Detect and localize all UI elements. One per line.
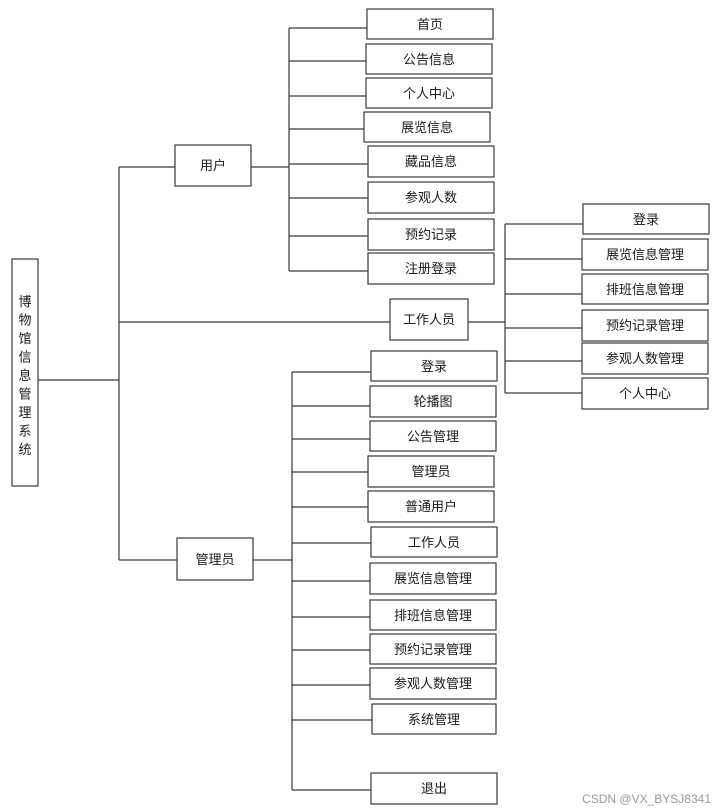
- leaf-node: 参观人数管理: [581, 342, 709, 375]
- leaf-node: 排班信息管理: [581, 273, 709, 305]
- watermark-text: CSDN @VX_BYSJ8341: [582, 792, 711, 806]
- leaf-label: 公告管理: [407, 430, 459, 445]
- leaf-node: 展览信息: [363, 111, 491, 143]
- leaf-node: 个人中心: [365, 77, 493, 109]
- leaf-label: 预约记录: [405, 228, 457, 243]
- leaf-node: 参观人数管理: [369, 667, 497, 700]
- leaf-node: 登录: [370, 350, 498, 382]
- leaf-node: 个人中心: [581, 377, 709, 410]
- leaf-label: 管理员: [411, 465, 450, 480]
- leaf-label: 注册登录: [405, 262, 457, 277]
- root-node: 博物馆信息管理系统: [11, 258, 39, 487]
- leaf-label: 登录: [633, 213, 659, 228]
- leaf-label: 退出: [421, 782, 447, 797]
- branch-label-admin: 管理员: [195, 553, 234, 568]
- leaf-label: 参观人数管理: [606, 351, 684, 367]
- leaf-label: 公告信息: [403, 52, 455, 68]
- leaf-node: 展览信息管理: [581, 238, 709, 271]
- leaf-node: 登录: [582, 203, 710, 235]
- leaf-label: 个人中心: [403, 87, 455, 102]
- leaf-label: 排班信息管理: [606, 282, 684, 298]
- branch-node-staff: 工作人员: [389, 298, 469, 341]
- leaf-label: 普通用户: [405, 499, 457, 515]
- leaf-label: 预约记录管理: [606, 319, 684, 334]
- leaf-label: 参观人数: [405, 190, 457, 206]
- leaf-node: 预约记录管理: [581, 309, 709, 342]
- leaf-node: 系统管理: [371, 703, 497, 735]
- leaf-node: 预约记录: [367, 218, 495, 251]
- branch-label-staff: 工作人员: [403, 313, 455, 328]
- leaf-node: 藏品信息: [367, 145, 495, 178]
- branch-node-admin: 管理员: [176, 537, 254, 581]
- leaf-label: 参观人数管理: [394, 676, 472, 692]
- leaf-node: 公告信息: [365, 43, 493, 75]
- leaf-node: 管理员: [367, 455, 495, 488]
- leaf-node: 参观人数: [367, 181, 495, 214]
- leaf-label: 展览信息管理: [394, 571, 472, 587]
- leaf-node: 普通用户: [367, 490, 495, 523]
- leaf-label: 登录: [421, 360, 447, 375]
- leaf-node: 首页: [366, 8, 494, 40]
- leaf-node: 预约记录管理: [369, 633, 497, 665]
- leaf-node: 排班信息管理: [369, 599, 497, 631]
- leaf-label: 排班信息管理: [394, 608, 472, 624]
- leaf-label: 藏品信息: [405, 154, 457, 170]
- connector-lines: [38, 27, 583, 791]
- leaf-node: 公告管理: [369, 420, 497, 452]
- leaf-label: 首页: [417, 18, 443, 33]
- root-label: 博物馆信息管理系统: [18, 295, 31, 458]
- leaf-node: 注册登录: [367, 252, 495, 285]
- leaf-node: 展览信息管理: [369, 562, 497, 595]
- leaf-label: 工作人员: [408, 536, 460, 551]
- leaf-label: 个人中心: [619, 387, 671, 402]
- leaf-label: 系统管理: [408, 713, 460, 728]
- leaf-node: 轮播图: [369, 385, 497, 418]
- leaf-label: 预约记录管理: [394, 643, 472, 658]
- branch-label-user: 用户: [200, 158, 226, 174]
- leaf-node: 退出: [370, 772, 498, 805]
- leaf-label: 展览信息: [401, 120, 453, 136]
- leaf-label: 展览信息管理: [606, 247, 684, 263]
- leaf-node: 工作人员: [370, 526, 498, 558]
- leaf-label: 轮播图: [413, 395, 452, 410]
- branch-node-user: 用户: [174, 144, 252, 187]
